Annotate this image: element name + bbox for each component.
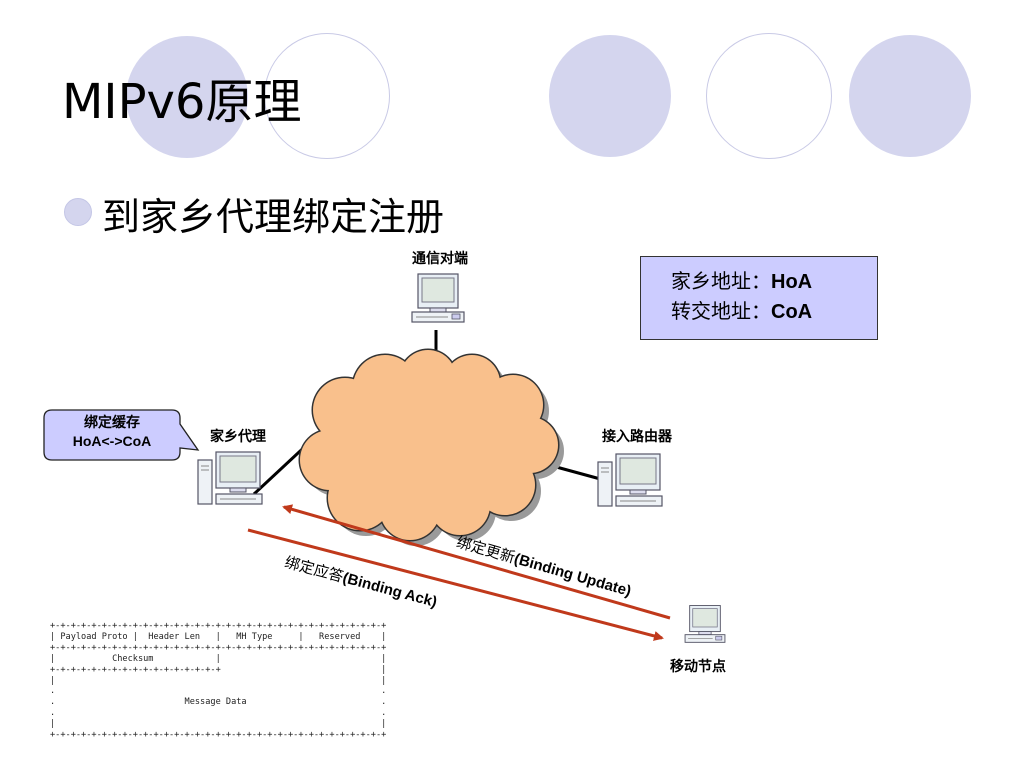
format-row-checksum: | Checksum | | xyxy=(50,653,387,664)
legend-hoa-value: HoA xyxy=(771,271,813,293)
binding-ack-arrow xyxy=(247,528,664,641)
label-access-router: 接入路由器 xyxy=(602,429,672,445)
correspondent-computer-icon xyxy=(411,273,465,323)
cloud-fill xyxy=(300,350,558,540)
binding-cache-callout-shape xyxy=(43,409,200,461)
format-border-top: +-+-+-+-+-+-+-+-+-+-+-+-+-+-+-+-+-+-+-+-… xyxy=(50,621,387,631)
legend-hoa-label: 家乡地址： xyxy=(671,269,771,293)
slide-title: MIPv6原理 xyxy=(62,74,302,130)
deco-circle-2 xyxy=(264,33,390,159)
format-row-fields: | Payload Proto | Header Len | MH Type |… xyxy=(50,631,387,642)
format-row-pipe-2: | | xyxy=(50,719,387,730)
deco-circle-5 xyxy=(849,35,971,157)
format-border-mid: +-+-+-+-+-+-+-+-+-+-+-+-+-+-+-+-+-+-+-+-… xyxy=(50,642,387,653)
label-mobile-node: 移动节点 xyxy=(670,659,726,675)
bullet-text: 到家乡代理绑定注册 xyxy=(102,195,445,239)
format-border-half: +-+-+-+-+-+-+-+-+-+-+-+-+-+-+-+-+ | xyxy=(50,664,387,675)
mobility-header-format: +-+-+-+-+-+-+-+-+-+-+-+-+-+-+-+-+-+-+-+-… xyxy=(50,621,470,741)
label-correspondent: 通信对端 xyxy=(412,251,468,267)
binding-cache-callout: 绑定缓存 HoA<->CoA xyxy=(44,414,180,450)
legend-line-2: 转交地址：CoA xyxy=(671,297,877,327)
home-agent-computer-icon xyxy=(197,451,263,505)
deco-circle-3 xyxy=(549,35,671,157)
bullet-icon xyxy=(64,198,92,226)
binding-update-arrow xyxy=(282,504,671,620)
callout-line-2: HoA<->CoA xyxy=(72,433,152,449)
format-border-bottom: +-+-+-+-+-+-+-+-+-+-+-+-+-+-+-+-+-+-+-+-… xyxy=(50,730,387,741)
legend-coa-label: 转交地址： xyxy=(671,299,771,323)
mobile-node-computer-icon xyxy=(684,605,726,643)
deco-circle-4 xyxy=(706,33,832,159)
access-router-computer-icon xyxy=(597,453,663,507)
deco-circle-1 xyxy=(126,36,248,158)
format-row-dot-1: . . xyxy=(50,686,387,697)
format-row-pipe-1: | | xyxy=(50,675,387,686)
format-row-dot-2: . . xyxy=(50,708,387,719)
label-home-agent: 家乡代理 xyxy=(210,429,266,445)
callout-line-1: 绑定缓存 xyxy=(84,415,140,431)
legend-coa-value: CoA xyxy=(771,301,813,323)
legend-line-1: 家乡地址：HoA xyxy=(671,267,877,297)
address-legend: 家乡地址：HoA 转交地址：CoA xyxy=(640,256,878,340)
format-row-data: . Message Data . xyxy=(50,697,387,708)
